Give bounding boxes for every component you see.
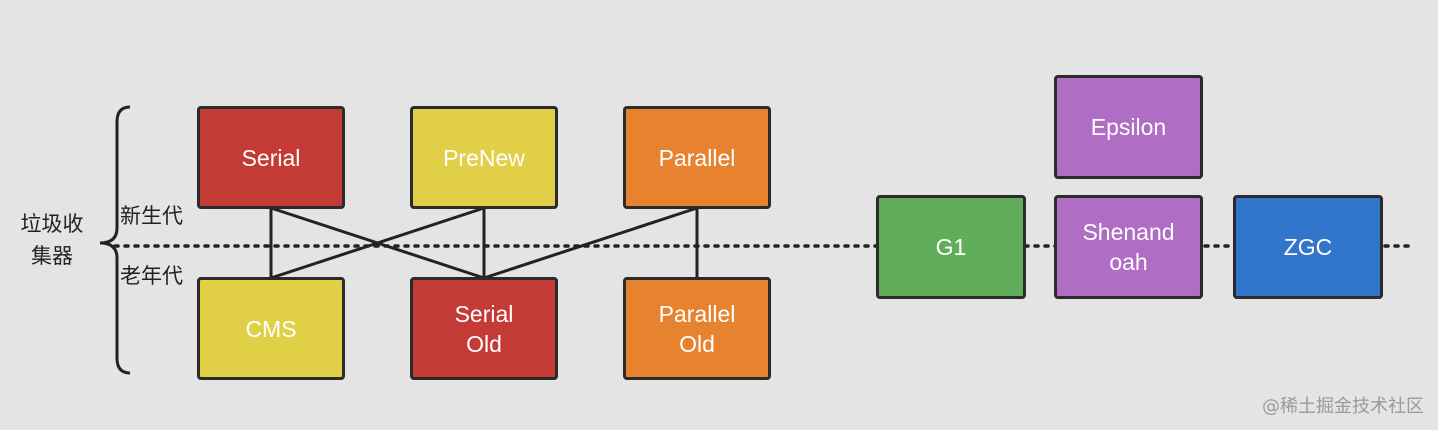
collector-serial-old: Serial Old bbox=[410, 277, 558, 380]
group-brace bbox=[99, 105, 131, 375]
collector-serial: Serial bbox=[197, 106, 345, 209]
watermark: @稀土掘金技术社区 bbox=[1262, 396, 1424, 417]
collector-parallel: Parallel bbox=[623, 106, 771, 209]
link-prenew-cms bbox=[270, 206, 485, 280]
link-parallel-serialold bbox=[483, 206, 698, 280]
collector-cms: CMS bbox=[197, 277, 345, 380]
collector-zgc: ZGC bbox=[1233, 195, 1383, 299]
collector-g1: G1 bbox=[876, 195, 1026, 299]
collector-epsilon: Epsilon bbox=[1054, 75, 1203, 179]
young-generation-label: 新生代 bbox=[120, 204, 183, 228]
collector-prenew: PreNew bbox=[410, 106, 558, 209]
collector-shenandoah: Shenand oah bbox=[1054, 195, 1203, 299]
old-generation-label: 老年代 bbox=[120, 264, 183, 288]
collector-parallel-old: Parallel Old bbox=[623, 277, 771, 380]
group-label: 垃圾收 集器 bbox=[20, 212, 84, 268]
